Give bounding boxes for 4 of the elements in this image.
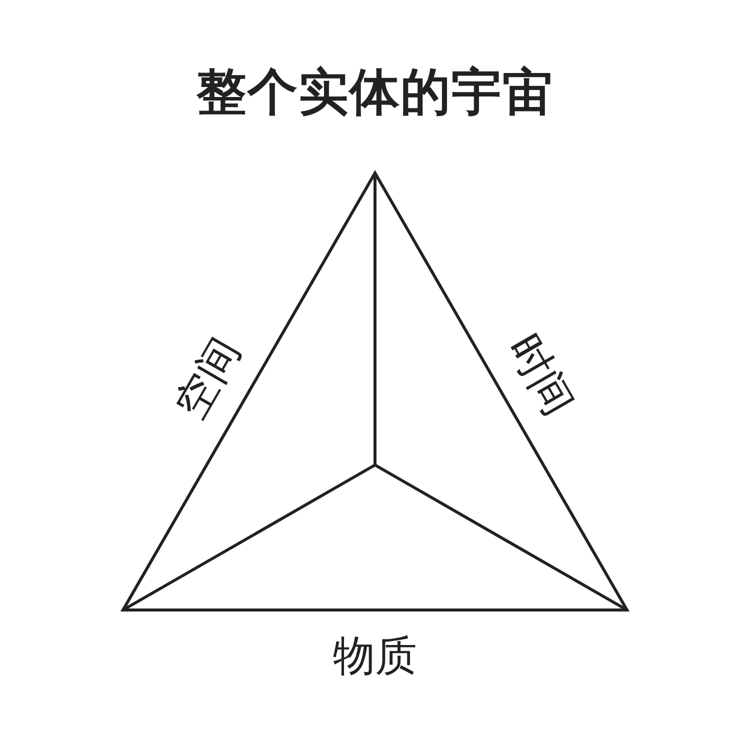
side-label: 空间 [168, 331, 248, 425]
diagram-title: 整个实体的宇宙 [196, 62, 554, 122]
side-label: 物质 [333, 635, 417, 677]
side-label: 时间 [502, 328, 580, 422]
